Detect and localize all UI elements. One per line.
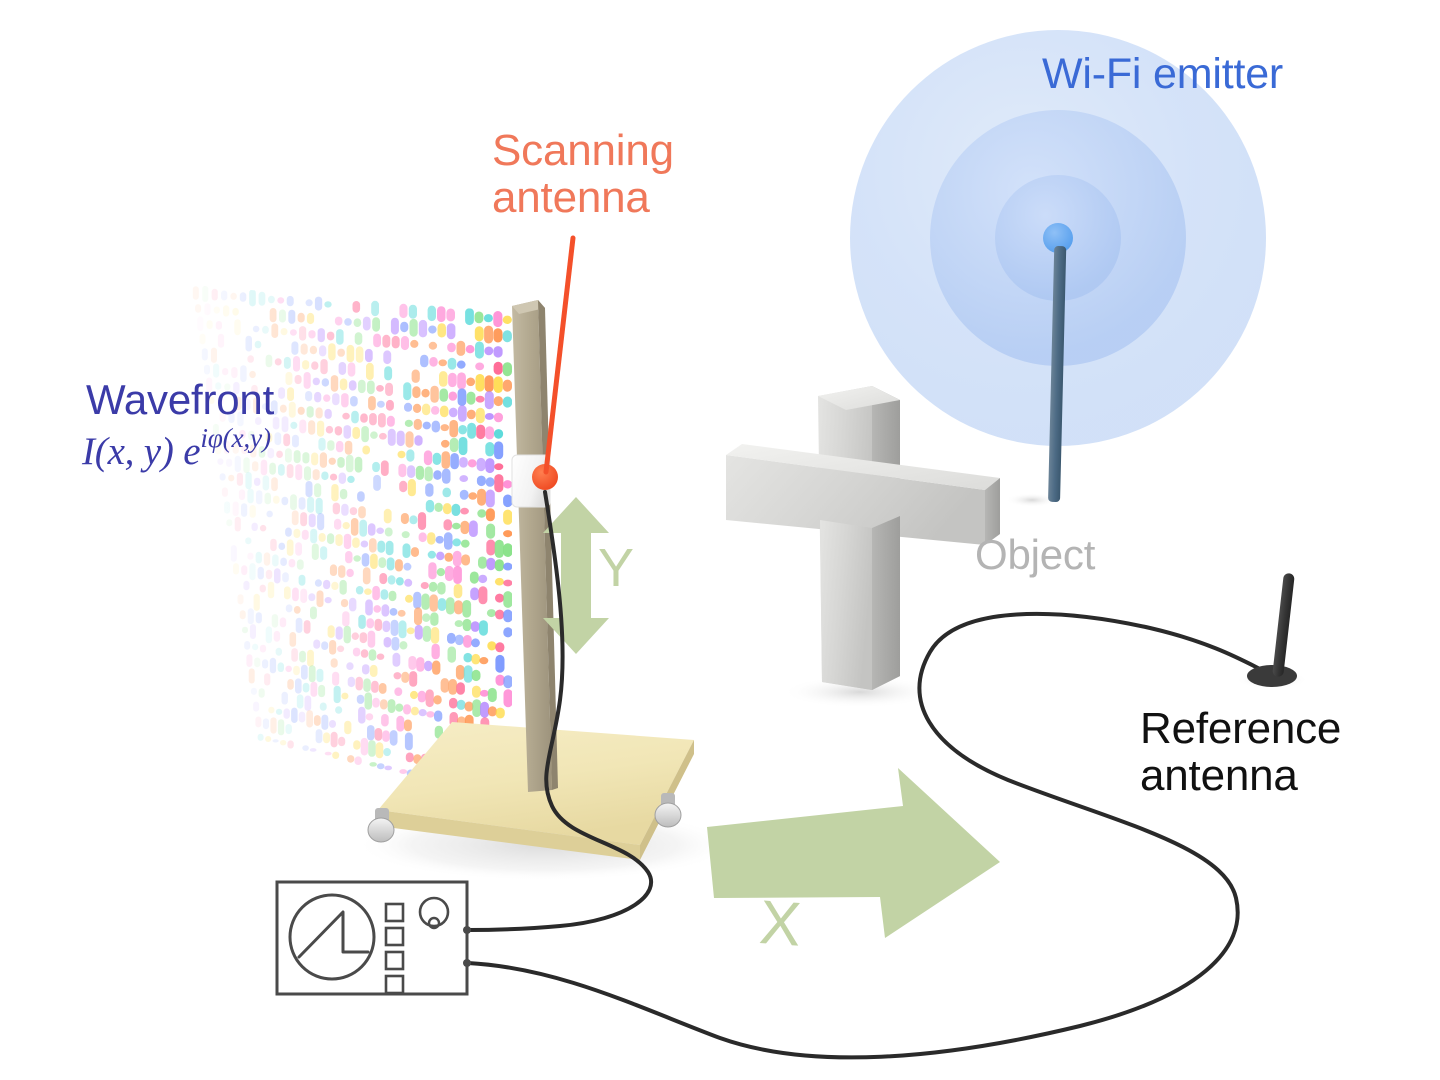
scanning-antenna-leader-line (543, 235, 576, 475)
scan-post (512, 300, 552, 792)
cross-horizontal-top (726, 444, 1000, 490)
scan-stage[interactable] (367, 300, 694, 860)
reference-antenna[interactable] (1247, 573, 1297, 687)
scanning-antenna-dot-icon (532, 464, 558, 490)
instrument-button-3[interactable] (384, 950, 405, 971)
instrument-button-1[interactable] (384, 902, 405, 923)
scan-post-top (512, 300, 545, 314)
caster-wheel-right (654, 793, 682, 828)
cable-scanning-antenna (466, 490, 654, 932)
signal-analyzer[interactable] (275, 880, 471, 996)
wavefront-formula: I(x, y) eiφ(x,y) (82, 423, 271, 473)
wifi-emitter-shadow (1006, 493, 1058, 507)
instrument-knob[interactable] (418, 896, 450, 928)
scanning-antenna[interactable] (511, 454, 558, 508)
wavefront-formula-main: I(x, y) e (82, 429, 201, 473)
wavefront-fade-overlay (190, 285, 512, 806)
cross-horizontal-end (985, 478, 1000, 545)
wifi-emitter-rod (1048, 245, 1067, 503)
wavefront-formula-exponent: iφ(x,y) (200, 423, 271, 453)
instrument-port-lower[interactable] (463, 959, 471, 967)
cable-reference-antenna (466, 611, 1264, 1060)
cross-vertical-front-lower (820, 520, 872, 690)
cross-vertical-top (818, 386, 900, 410)
instrument-button-4[interactable] (384, 974, 405, 995)
instrument-knob-indicator (427, 916, 441, 930)
wifi-emitter[interactable] (850, 30, 1266, 503)
cross-vertical-side-lower (872, 516, 900, 690)
object-shadow (782, 676, 938, 708)
reference-antenna-rod (1272, 573, 1295, 677)
object-cross[interactable] (726, 386, 1000, 690)
reference-antenna-base (1247, 665, 1297, 687)
axis-x-label: X (757, 888, 804, 960)
wifi-emitter-label: Wi-Fi emitter (1042, 50, 1284, 98)
object-label: Object (975, 531, 1096, 578)
wavefront-plane (190, 285, 512, 806)
wifi-core-dot-icon (1043, 223, 1073, 253)
axis-arrow-x (707, 768, 1000, 938)
axis-y-label: Y (598, 538, 634, 598)
cross-horizontal-front (726, 455, 985, 545)
reference-antenna-label: Reference antenna (1140, 704, 1342, 800)
instrument-display (288, 893, 376, 981)
axis-arrow-y (543, 497, 609, 654)
scanning-antenna-label: Scanning antenna (492, 126, 674, 222)
scan-post-side (538, 300, 558, 790)
base-plate-edge-front (378, 810, 640, 860)
wavefront-label: Wavefront (86, 376, 275, 423)
waveform-trace-icon (297, 910, 370, 959)
instrument-port-upper[interactable] (463, 926, 471, 934)
instrument-button-2[interactable] (384, 926, 405, 947)
caster-wheel-left (367, 808, 395, 843)
